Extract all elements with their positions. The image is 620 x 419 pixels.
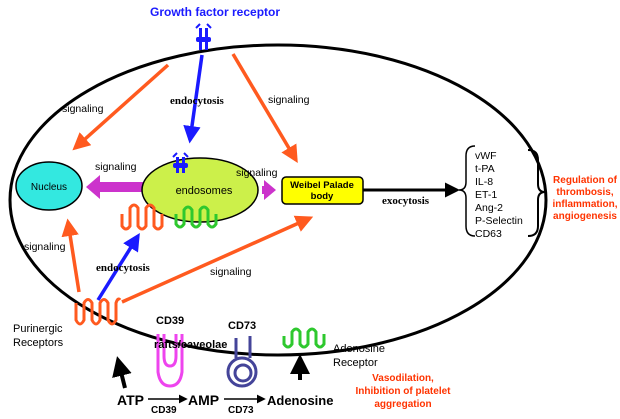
signaling-arrow-to-nucleus: [86, 175, 143, 199]
signaling-label-top-left: signaling: [62, 103, 104, 115]
cd73-bottom-label: CD73: [228, 405, 254, 416]
secreted-factor: ET-1: [475, 189, 497, 201]
vasodilation-label-line1: Vasodilation,: [372, 373, 434, 384]
secreted-factor: Ang-2: [475, 202, 503, 214]
nucleus: [15, 161, 83, 211]
regulation-label-line2: thrombosis,: [556, 187, 613, 198]
endocytosis-arrow-bottom: [96, 233, 140, 301]
cell-membrane: [8, 43, 548, 357]
cd73-top-label: CD73: [228, 320, 256, 332]
signaling-label-to-nucleus: signaling: [95, 161, 137, 173]
vasodilation-label-line3: aggregation: [374, 399, 431, 410]
cd39-enzyme-icon: [156, 334, 184, 388]
purinergic-label-line2: Receptors: [13, 337, 64, 349]
adenosine-receptor-label-line2: Receptor: [333, 357, 378, 369]
secreted-factor: IL-8: [475, 176, 493, 188]
adenosine-label: Adenosine: [267, 393, 333, 408]
cd39-top-label: CD39: [156, 315, 184, 327]
adenosine-receptor-icon: [282, 327, 326, 349]
atp-to-receptor-arrow: [112, 356, 132, 389]
regulation-label-line3: inflammation,: [552, 199, 617, 210]
nucleus-label: Nucleus: [31, 182, 67, 193]
atp-label: ATP: [117, 392, 144, 408]
growth-factor-receptor-icon: [195, 23, 212, 50]
endocytosis-label-bottom: endocytosis: [96, 262, 151, 274]
signaling-arrow-to-wpb: [262, 180, 276, 200]
weibel-palade-label-line2: body: [311, 191, 334, 202]
endocytosis-label-top: endocytosis: [170, 95, 225, 107]
secreted-factor: t-PA: [475, 163, 495, 175]
endosome-adenosine-receptor-icon: [174, 205, 218, 229]
cd73-enzyme-icon: [226, 336, 258, 388]
regulation-label-line4: angiogenesis: [553, 211, 617, 222]
growth-factor-receptor-label: Growth factor receptor: [150, 5, 280, 19]
right-brace: [527, 149, 546, 237]
secreted-factor: CD63: [475, 228, 502, 240]
regulation-label-line1: Regulation of: [553, 175, 618, 186]
secreted-factor: P-Selectin: [475, 215, 523, 227]
adenosine-receptor-label-line1: Adenosine: [333, 343, 385, 355]
weibel-palade-label-line1: Weibel Palade: [290, 180, 354, 191]
purinergic-receptor-icon: [74, 297, 122, 326]
cd39-bottom-label: CD39: [151, 405, 177, 416]
vasodilation-label-line2: Inhibition of platelet: [356, 386, 452, 397]
signaling-arrow-top-left: [72, 63, 170, 151]
signaling-label-left: signaling: [24, 241, 66, 253]
rafts-caveolae-label: rafts/caveolae: [154, 339, 227, 351]
signaling-arrow-bottom: [121, 215, 314, 304]
exocytosis-label: exocytosis: [382, 195, 430, 207]
signaling-label-bottom: signaling: [210, 266, 252, 278]
signaling-arrow-top-right: [231, 53, 298, 164]
endosome-purinergic-receptor-icon: [120, 203, 164, 231]
secreted-factor: vWF: [475, 150, 497, 162]
signaling-arrow-left: [61, 218, 81, 293]
endosome-receptor-icon: [172, 152, 189, 173]
signaling-label-top-right: signaling: [268, 94, 310, 106]
signaling-label-to-wpb: signaling: [236, 167, 278, 179]
left-brace: [458, 145, 476, 237]
purinergic-label-line1: Purinergic: [13, 323, 63, 335]
amp-label: AMP: [188, 392, 219, 408]
endosomes-label: endosomes: [176, 185, 233, 197]
endocytosis-arrow-top: [183, 54, 204, 144]
